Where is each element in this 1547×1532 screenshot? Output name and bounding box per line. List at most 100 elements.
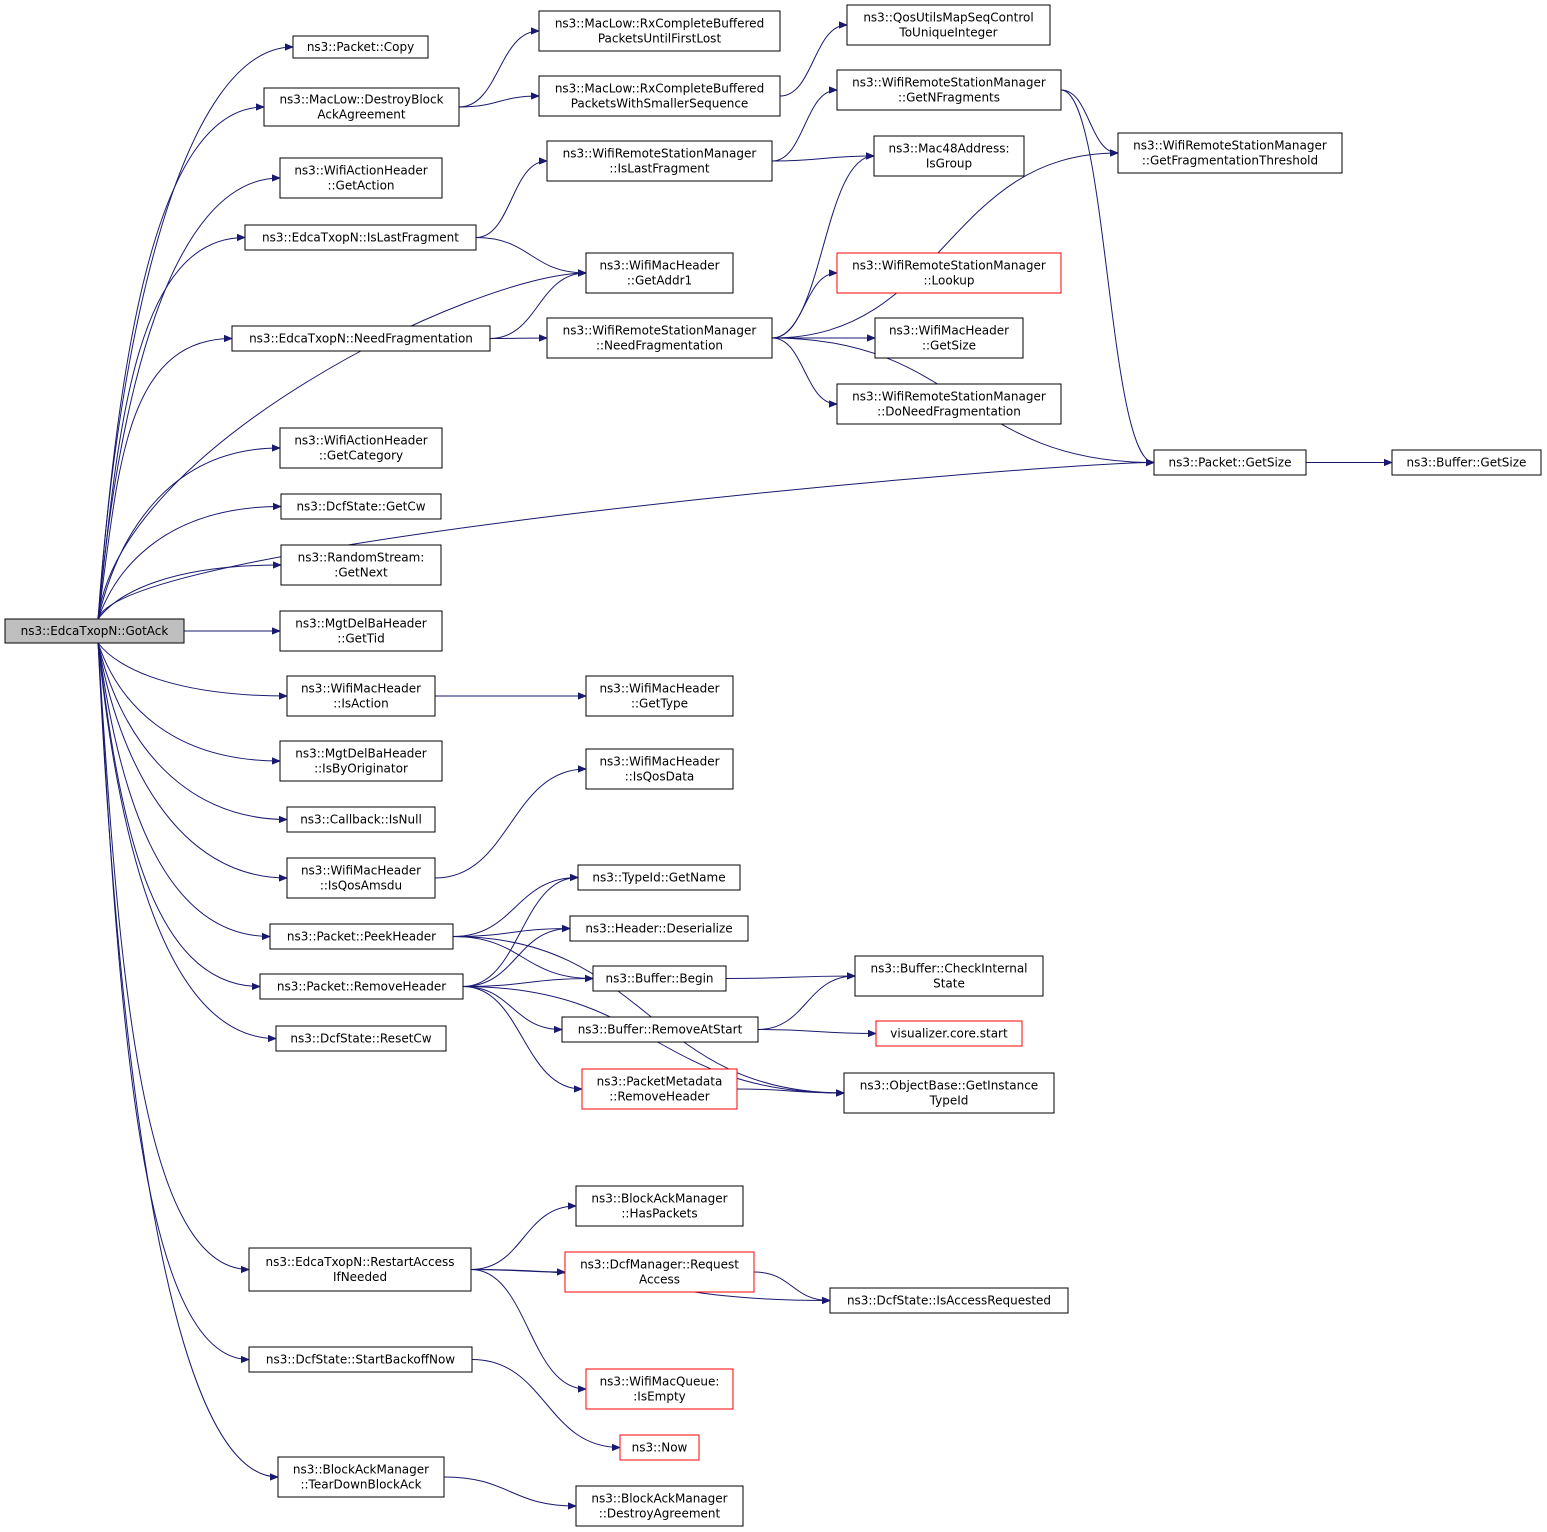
node-lookup[interactable]: ns3::WifiRemoteStationManager::Lookup [836, 252, 1062, 294]
node-label: ns3::Packet::Copy [307, 40, 414, 54]
node-label: ns3::Header::Deserialize [585, 922, 732, 936]
node-label: ::GetTid [337, 632, 384, 646]
node-teardown[interactable]: ns3::BlockAckManager::TearDownBlockAck [277, 1456, 445, 1498]
node-label: ns3::RandomStream: [298, 551, 425, 565]
edge-peekheader-to-begin [452, 936, 593, 979]
node-wrsm_needfrag[interactable]: ns3::WifiRemoteStationManager::NeedFragm… [546, 317, 773, 359]
node-begin[interactable]: ns3::Buffer::Begin [592, 965, 727, 992]
node-isqosdata[interactable]: ns3::WifiMacHeader::IsQosData [585, 748, 734, 790]
node-label: ns3::ObjectBase::GetInstance [860, 1079, 1038, 1093]
edge-removeheader-to-getname [462, 878, 578, 987]
node-box [1153, 449, 1307, 476]
node-copy[interactable]: ns3::Packet::Copy [292, 35, 429, 59]
node-label: ns3::WifiMacHeader [889, 324, 1009, 338]
node-label: ::GetCategory [319, 449, 403, 463]
node-removeatstart[interactable]: ns3::Buffer::RemoveAtStart [561, 1016, 759, 1043]
node-label: ::IsAction [333, 697, 388, 711]
node-getfragthresh[interactable]: ns3::WifiRemoteStationManager::GetFragme… [1117, 132, 1343, 174]
node-label: ns3::WifiMacHeader [599, 682, 719, 696]
node-label: ns3::WifiMacHeader [301, 864, 421, 878]
node-haspackets[interactable]: ns3::BlockAckManager::HasPackets [575, 1185, 744, 1227]
node-getnfrag[interactable]: ns3::WifiRemoteStationManager::GetNFragm… [836, 69, 1062, 111]
node-label: ns3::WifiRemoteStationManager [852, 259, 1046, 273]
node-getaddr1[interactable]: ns3::WifiMacHeader::GetAddr1 [585, 252, 734, 294]
node-destroyagreement[interactable]: ns3::BlockAckManager::DestroyAgreement [575, 1485, 744, 1527]
node-isbyorig[interactable]: ns3::MgtDelBaHeader::IsByOriginator [279, 740, 443, 782]
edge-begin-to-checkinternal [725, 976, 855, 979]
node-box [275, 1025, 447, 1052]
node-rxsmaller[interactable]: ns3::MacLow::RxCompleteBufferedPacketsWi… [538, 75, 781, 117]
node-box [619, 1434, 700, 1461]
node-doneedfrag[interactable]: ns3::WifiRemoteStationManager::DoNeedFra… [836, 383, 1062, 425]
node-isaccessreq[interactable]: ns3::DcfState::IsAccessRequested [829, 1287, 1069, 1314]
node-gettid[interactable]: ns3::MgtDelBaHeader::GetTid [279, 610, 443, 652]
node-getcw[interactable]: ns3::DcfState::GetCw [280, 493, 442, 520]
node-label: ns3::WifiRemoteStationManager [563, 324, 757, 338]
node-box [286, 857, 436, 899]
node-rxfirstlost[interactable]: ns3::MacLow::RxCompleteBufferedPacketsUn… [538, 10, 781, 52]
node-pm_removeheader[interactable]: ns3::PacketMetadata::RemoveHeader [581, 1068, 738, 1110]
edge-gotack-to-isbyorig [97, 642, 280, 761]
node-label: ::DoNeedFragmentation [877, 405, 1021, 419]
node-vizstart[interactable]: visualizer.core.start [875, 1020, 1023, 1047]
node-isaction[interactable]: ns3::WifiMacHeader::IsAction [286, 675, 436, 717]
edge-wrsm_needfrag-to-lookup [771, 273, 837, 339]
node-isgroup[interactable]: ns3::Mac48Address:IsGroup [873, 135, 1025, 177]
node-label: Access [639, 1273, 680, 1287]
node-peekheader[interactable]: ns3::Packet::PeekHeader [269, 923, 454, 950]
node-isqosamsdu[interactable]: ns3::WifiMacHeader::IsQosAmsdu [286, 857, 436, 899]
node-removeheader[interactable]: ns3::Packet::RemoveHeader [259, 973, 464, 1000]
edge-gotack-to-islastfrag [97, 238, 245, 620]
node-label: ns3::DcfState::IsAccessRequested [847, 1294, 1051, 1308]
node-buffer_getsize[interactable]: ns3::Buffer::GetSize [1391, 449, 1542, 476]
node-packet_getsize[interactable]: ns3::Packet::GetSize [1153, 449, 1307, 476]
edge-gotack-to-resetcw [97, 642, 276, 1039]
node-box [277, 1456, 445, 1498]
node-startbackoff[interactable]: ns3::DcfState::StartBackoffNow [248, 1346, 473, 1373]
node-needfrag[interactable]: ns3::EdcaTxopN::NeedFragmentation [231, 325, 491, 352]
node-getaction[interactable]: ns3::WifiActionHeader::GetAction [279, 157, 443, 199]
node-getcategory[interactable]: ns3::WifiActionHeader::GetCategory [279, 427, 443, 469]
node-isempty[interactable]: ns3::WifiMacQueue::IsEmpty [585, 1368, 734, 1410]
node-label: ::GetAddr1 [627, 274, 692, 288]
node-wmh_getsize[interactable]: ns3::WifiMacHeader::GetSize [874, 317, 1024, 359]
node-box [854, 955, 1044, 997]
node-getname[interactable]: ns3::TypeId::GetName [577, 864, 741, 891]
node-wrsm_islast[interactable]: ns3::WifiRemoteStationManager::IsLastFra… [546, 140, 773, 182]
node-box [575, 1485, 744, 1527]
node-gettype[interactable]: ns3::WifiMacHeader::GetType [585, 675, 734, 717]
node-box [286, 675, 436, 717]
node-label: ns3::Buffer::RemoveAtStart [578, 1023, 743, 1037]
node-islastfrag[interactable]: ns3::EdcaTxopN::IsLastFragment [244, 224, 477, 251]
node-now[interactable]: ns3::Now [619, 1434, 700, 1461]
node-qosutils[interactable]: ns3::QosUtilsMapSeqControlToUniqueIntege… [846, 4, 1051, 46]
edge-needfrag-to-wrsm_needfrag [489, 338, 547, 339]
node-resetcw[interactable]: ns3::DcfState::ResetCw [275, 1025, 447, 1052]
node-isnull[interactable]: ns3::Callback::IsNull [286, 806, 436, 833]
edge-getnfrag-to-packet_getsize [1060, 89, 1155, 463]
node-getnext[interactable]: ns3::RandomStream::GetNext [280, 544, 442, 586]
edge-restartaccess-to-haspackets [470, 1206, 576, 1270]
node-label: ns3::WifiMacHeader [301, 682, 421, 696]
edge-removeheader-to-removeatstart [462, 986, 562, 1030]
node-label: ::DestroyAgreement [599, 1507, 721, 1521]
node-label: ns3::Packet::GetSize [1169, 456, 1292, 470]
edge-removeatstart-to-vizstart [757, 1029, 876, 1034]
node-deserialize[interactable]: ns3::Header::Deserialize [569, 915, 749, 942]
node-gotack[interactable]: ns3::EdcaTxopN::GotAck [4, 618, 185, 644]
edge-wrsm_islast-to-getnfrag [771, 90, 837, 162]
edge-destroyblock-to-rxfirstlost [458, 31, 539, 108]
node-label: ns3::DcfState::StartBackoffNow [266, 1353, 455, 1367]
edge-gotack-to-getaddr1 [97, 273, 586, 620]
node-label: ns3::EdcaTxopN::NeedFragmentation [249, 332, 473, 346]
node-label: ns3::WifiActionHeader [294, 434, 427, 448]
node-box [538, 10, 781, 52]
node-box [836, 69, 1062, 111]
node-label: IsGroup [926, 157, 972, 171]
node-box [585, 748, 734, 790]
